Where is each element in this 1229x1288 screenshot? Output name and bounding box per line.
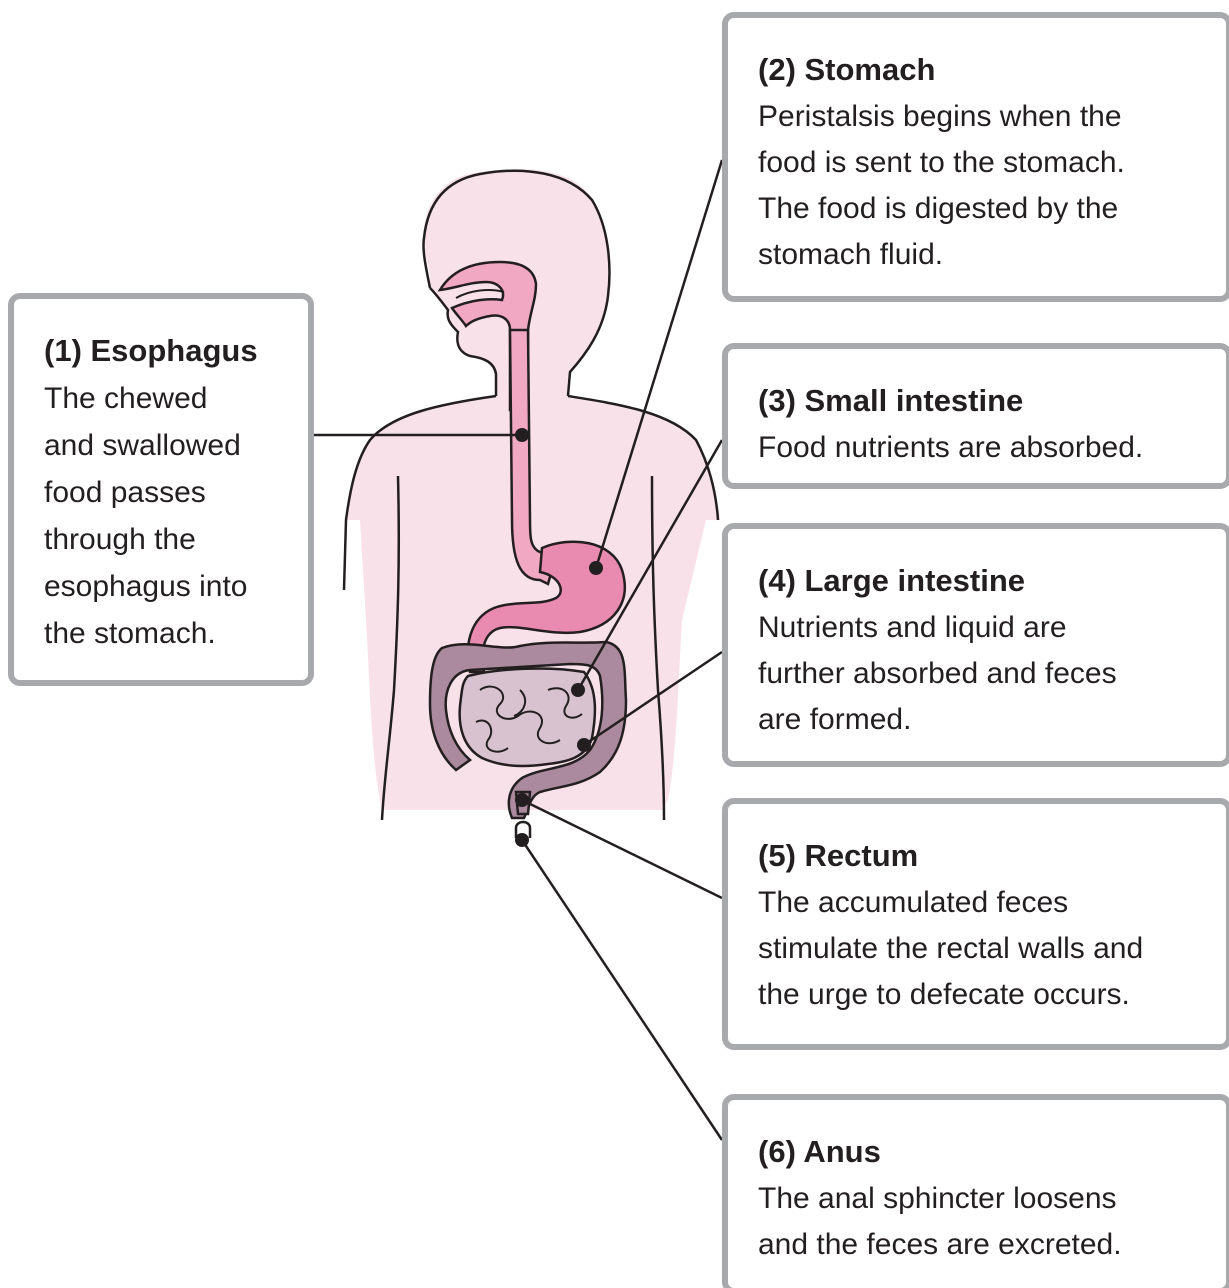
marker-dot-rectum xyxy=(515,793,529,807)
callout-text-large-intestine: Nutrients and liquid are further absorbe… xyxy=(758,605,1226,743)
leader-line-anus xyxy=(522,840,722,1140)
callout-anus: (6) Anus The anal sphincter loosens and … xyxy=(722,1094,1229,1288)
marker-dot-stomach xyxy=(589,561,603,575)
callout-stomach: (2) Stomach Peristalsis begins when the … xyxy=(722,12,1229,302)
marker-dot-esophagus xyxy=(515,428,529,442)
callout-title-rectum: (5) Rectum xyxy=(758,838,1226,874)
marker-dot-small-intestine xyxy=(571,683,585,697)
marker-dot-large-intestine xyxy=(577,738,591,752)
callout-text-stomach: Peristalsis begins when the food is sent… xyxy=(758,94,1226,278)
callout-title-stomach: (2) Stomach xyxy=(758,52,1226,88)
callout-text-small-intestine: Food nutrients are absorbed. xyxy=(758,425,1226,471)
callout-text-anus: The anal sphincter loosens and the feces… xyxy=(758,1176,1226,1268)
callout-title-esophagus: (1) Esophagus xyxy=(44,333,308,369)
callout-rectum: (5) Rectum The accumulated feces stimula… xyxy=(722,798,1229,1050)
callout-text-esophagus: The chewed and swallowed food passes thr… xyxy=(44,375,308,657)
callout-title-small-intestine: (3) Small intestine xyxy=(758,383,1226,419)
callout-title-large-intestine: (4) Large intestine xyxy=(758,563,1226,599)
callout-text-rectum: The accumulated feces stimulate the rect… xyxy=(758,880,1226,1018)
callout-large-intestine: (4) Large intestine Nutrients and liquid… xyxy=(722,523,1229,767)
marker-dot-anus xyxy=(515,833,529,847)
callout-title-anus: (6) Anus xyxy=(758,1134,1226,1170)
callout-small-intestine: (3) Small intestine Food nutrients are a… xyxy=(722,343,1229,489)
callout-esophagus: (1) Esophagus The chewed and swallowed f… xyxy=(8,293,314,686)
